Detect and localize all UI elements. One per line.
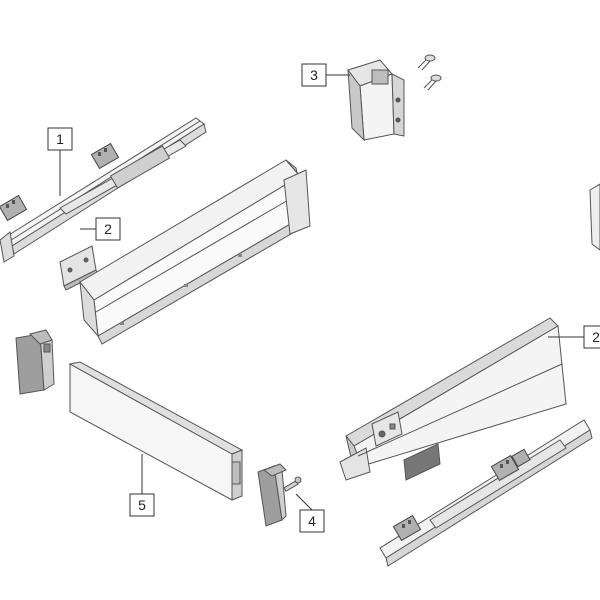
screws [418, 54, 442, 90]
screw-icon [418, 54, 436, 70]
callout-label: 2 [592, 329, 600, 345]
callout-label: 3 [310, 67, 318, 83]
callout-4: 4 [295, 493, 325, 533]
drawer-side-panel-left [80, 160, 310, 344]
callout-5: 5 [129, 454, 155, 517]
front-cap-left [16, 330, 54, 394]
callout-1: 1 [47, 127, 73, 196]
runner-left [0, 118, 206, 262]
callout-label: 4 [308, 513, 316, 529]
callout-2-right: 2 [548, 325, 600, 349]
screw-icon [284, 476, 302, 491]
runner-right [380, 420, 592, 566]
screw-icon [424, 74, 442, 90]
callout-2: 2 [80, 217, 121, 241]
partial-part-edge [590, 184, 600, 250]
front-fixing-bracket [348, 60, 404, 140]
callout-label: 1 [56, 131, 64, 147]
back-panel [70, 362, 242, 500]
front-cap-right [258, 464, 302, 526]
drawer-side-panel-right [340, 318, 566, 480]
callout-label: 2 [104, 221, 112, 237]
callout-label: 5 [138, 497, 146, 513]
callout-3: 3 [301, 63, 350, 87]
